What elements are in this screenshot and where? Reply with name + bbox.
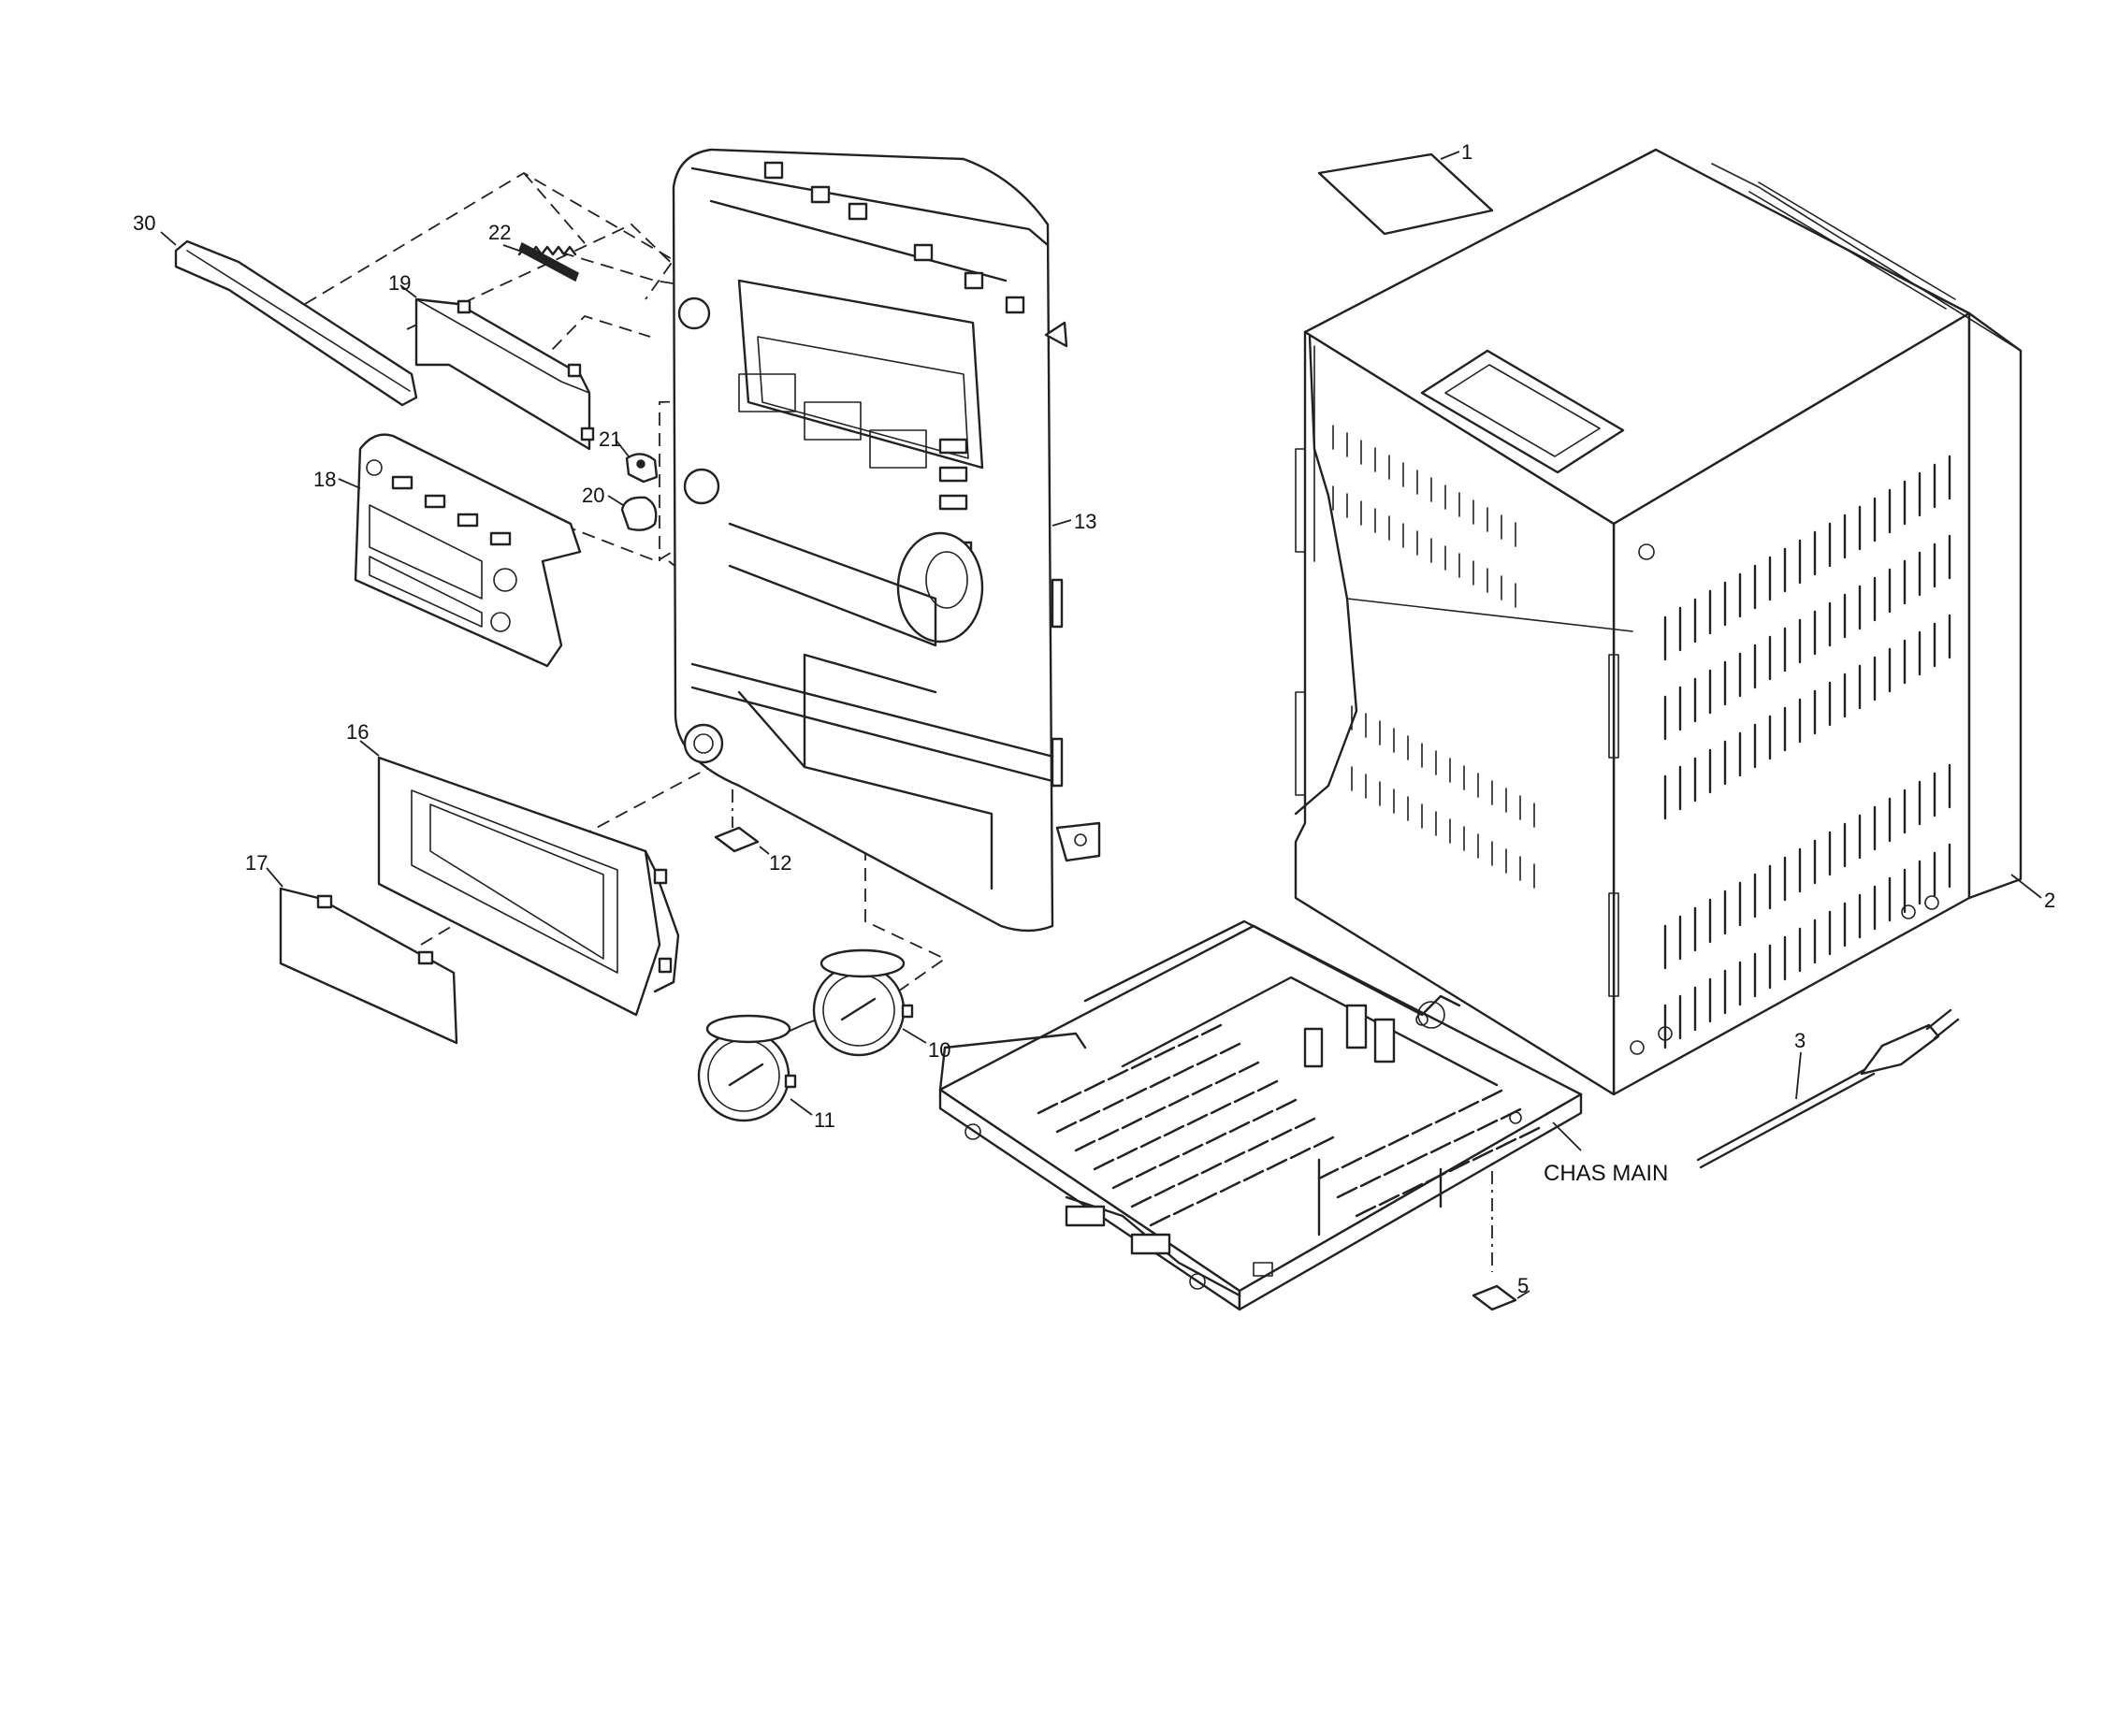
cabinet-vents-left	[1332, 425, 1535, 889]
chassis-slots	[1037, 1023, 1541, 1227]
part-1-top-pad	[1317, 151, 1494, 236]
part-5-foot-pad	[1472, 1284, 1530, 1311]
callout-1: 1	[1461, 140, 1472, 164]
part-3-power-cord	[1696, 1008, 1960, 1169]
callout-3: 3	[1794, 1029, 1806, 1052]
part-16-cassette-frame	[359, 740, 680, 1017]
cabinet-vents-right	[1663, 455, 1951, 1049]
front-panel-top-tabs	[763, 161, 1025, 314]
callout-chas-main: CHAS MAIN	[1544, 1161, 1668, 1186]
callout-18: 18	[313, 468, 336, 491]
part-21-knob	[615, 439, 659, 484]
callout-22: 22	[488, 221, 511, 244]
part-22-spring	[502, 241, 579, 282]
part-13-front-panel	[672, 148, 1101, 933]
chassis-main-tray	[938, 919, 1583, 1311]
callout-21: 21	[599, 427, 621, 451]
callout-13: 13	[1074, 510, 1096, 533]
callout-17: 17	[245, 851, 268, 875]
cabinet-top-grille	[1748, 181, 1956, 310]
callout-20: 20	[582, 484, 604, 507]
callout-labels: 1 2 3 5 10 11 12 13 16 17 18 19 20 21 22…	[133, 140, 2055, 1297]
part-10-ring	[812, 948, 927, 1057]
callout-11: 11	[814, 1108, 835, 1132]
callout-30: 30	[133, 211, 155, 235]
part-17-cassette-door	[266, 867, 458, 1045]
callout-10: 10	[928, 1038, 950, 1062]
callout-2: 2	[2044, 889, 2055, 912]
part-19-door	[399, 284, 595, 451]
part-11-ring	[697, 1014, 813, 1122]
part-2-cabinet	[1294, 148, 2042, 1096]
part-20-knob-cap	[607, 495, 658, 531]
callout-16: 16	[346, 720, 369, 744]
part-18-bezel	[338, 433, 582, 668]
callout-12: 12	[769, 851, 791, 875]
callout-5: 5	[1517, 1274, 1529, 1297]
part-30-top-trim	[160, 231, 418, 407]
part-12-foot-pad	[714, 826, 770, 855]
callout-19: 19	[388, 271, 411, 295]
